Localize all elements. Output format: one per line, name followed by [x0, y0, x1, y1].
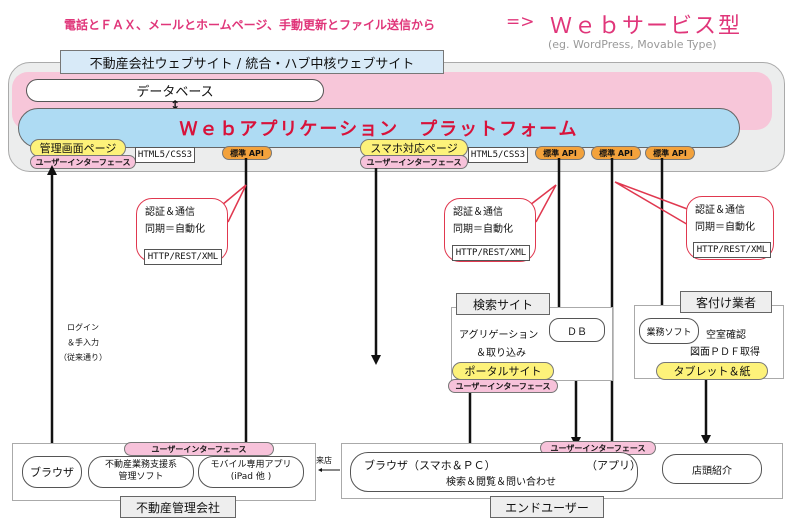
- company-browser-label: ブラウザ: [30, 466, 74, 479]
- app-platform-label: Ｗｅｂアプリケーション プラットフォーム: [179, 119, 579, 140]
- db-node-label: ＤＢ: [567, 326, 587, 338]
- api-tag-1-label: 標準 API: [543, 148, 577, 158]
- ui-tag-admin-label: ユーザーインターフェース: [35, 157, 131, 167]
- ui-tag-portal: ユーザーインターフェース: [448, 379, 558, 393]
- search-aggregation: アグリゲーション: [459, 330, 539, 341]
- auth-bubble-1-auth: 認証＆通信: [145, 207, 195, 218]
- protocol-3: HTTP/REST/XML: [693, 242, 771, 258]
- portal-site-tag: ポータルサイト: [452, 362, 554, 380]
- html-css-mobile: HTML5/CSS3: [468, 147, 528, 163]
- database-label: データベース: [136, 85, 214, 100]
- end-user-browser-label: ブラウザ（スマホ＆ＰＣ）: [364, 459, 496, 472]
- api-tag-2: 標準 API: [591, 146, 641, 160]
- portal-site-label: ポータルサイト: [464, 365, 542, 378]
- ui-tag-company: ユーザーインターフェース: [124, 442, 274, 456]
- ui-tag-portal-label: ユーザーインターフェース: [455, 381, 551, 391]
- end-user-browser: [350, 452, 638, 492]
- tablet-paper-label: タブレット＆紙: [673, 365, 751, 378]
- protocol-1-label: HTTP/REST/XML: [147, 252, 219, 262]
- db-node: ＤＢ: [549, 318, 605, 342]
- login-note: ログイン ＆手入力 （従来通り）: [58, 320, 108, 366]
- protocol-3-label: HTTP/REST/XML: [696, 245, 768, 255]
- header-example: (eg. WordPress, Movable Type): [548, 38, 717, 51]
- site-label: 不動産会社ウェブサイト / 統合・ハブ中核ウェブサイト: [60, 50, 444, 74]
- protocol-2-label: HTTP/REST/XML: [455, 248, 527, 258]
- protocol-2: HTTP/REST/XML: [452, 245, 530, 261]
- auth-bubble-2-auth: 認証＆通信: [453, 207, 503, 218]
- end-user-app-label: （アプリ）: [586, 459, 641, 472]
- api-tag-1: 標準 API: [535, 146, 585, 160]
- auth-bubble-3-auth: 認証＆通信: [695, 205, 745, 216]
- html-css-mobile-label: HTML5/CSS3: [470, 150, 526, 160]
- mobile-app: モバイル専用アプリ (iPad 他 ): [198, 456, 304, 488]
- header-title: Ｗｅｂサービス型: [550, 14, 743, 39]
- protocol-1: HTTP/REST/XML: [144, 249, 222, 265]
- visit-note: 来店: [316, 456, 332, 465]
- ui-tag-mobile-label: ユーザーインターフェース: [366, 157, 462, 167]
- ui-tag-company-label: ユーザーインターフェース: [151, 444, 247, 454]
- company-browser: ブラウザ: [22, 456, 82, 488]
- store-referral-label: 店頭紹介: [692, 465, 732, 477]
- site-label-text: 不動産会社ウェブサイト / 統合・ハブ中核ウェブサイト: [89, 56, 415, 72]
- search-site-title: 検索サイト: [456, 293, 550, 315]
- end-user-title-text: エンドユーザー: [505, 500, 589, 515]
- tablet-paper-tag: タブレット＆紙: [656, 362, 768, 380]
- app-platform: Ｗｅｂアプリケーション プラットフォーム: [18, 108, 740, 148]
- bubble-pointer-3: [614, 181, 691, 227]
- api-tag-admin-label: 標準 API: [230, 148, 264, 158]
- support-software-line2: 管理ソフト: [118, 472, 164, 482]
- admin-page-label: 管理画面ページ: [39, 142, 117, 155]
- ui-tag-mobile: ユーザーインターフェース: [360, 155, 468, 169]
- store-referral: 店頭紹介: [662, 454, 762, 484]
- header-arrow: =>: [506, 12, 535, 32]
- auth-bubble-1-sync: 同期＝自動化: [145, 224, 205, 235]
- contractors-title-text: 客付け業者: [695, 295, 756, 310]
- pdf-fetch: 図面ＰＤＦ取得: [690, 347, 760, 358]
- header-subtitle: 電話とＦＡＸ、メールとホームページ、手動更新とファイル送信から: [64, 18, 436, 32]
- support-software-line1: 不動産業務支援系: [104, 460, 177, 471]
- ui-tag-end-user-label: ユーザーインターフェース: [550, 443, 646, 453]
- api-tag-admin: 標準 API: [222, 146, 272, 160]
- company-title-text: 不動産管理会社: [135, 500, 220, 515]
- auth-bubble-3-sync: 同期＝自動化: [695, 222, 755, 233]
- vacancy-check: 空室確認: [706, 330, 746, 341]
- company-title: 不動産管理会社: [120, 496, 236, 518]
- search-import: ＆取り込み: [476, 348, 526, 359]
- auth-bubble-2-sync: 同期＝自動化: [453, 224, 513, 235]
- end-user-title: エンドユーザー: [490, 496, 604, 518]
- mobile-page-label: スマホ対応ページ: [370, 142, 458, 155]
- ui-tag-admin: ユーザーインターフェース: [30, 155, 136, 169]
- login-note-3: （従来通り）: [59, 353, 107, 363]
- mobile-page-tag: スマホ対応ページ: [360, 139, 468, 157]
- support-software: 不動産業務支援系 管理ソフト: [88, 456, 194, 488]
- db-link-arrow: ↕: [170, 98, 181, 112]
- search-site-title-text: 検索サイト: [472, 297, 533, 312]
- html-css-admin-label: HTML5/CSS3: [137, 150, 193, 160]
- end-user-actions: 検索＆閲覧＆問い合わせ: [446, 477, 556, 488]
- business-software: 業務ソフト: [639, 318, 699, 344]
- mobile-app-line2: (iPad 他 ): [230, 472, 272, 482]
- mobile-app-line1: モバイル専用アプリ: [210, 460, 292, 471]
- contractors-title: 客付け業者: [680, 291, 772, 313]
- api-tag-2-label: 標準 API: [599, 148, 633, 158]
- api-tag-3-label: 標準 API: [653, 148, 687, 158]
- admin-page-tag: 管理画面ページ: [30, 139, 126, 157]
- database-box: データベース: [26, 79, 324, 102]
- login-note-1: ログイン: [67, 323, 99, 332]
- html-css-admin: HTML5/CSS3: [135, 147, 195, 163]
- login-note-2: ＆手入力: [67, 338, 99, 348]
- api-tag-3: 標準 API: [645, 146, 695, 160]
- business-software-label: 業務ソフト: [646, 327, 692, 338]
